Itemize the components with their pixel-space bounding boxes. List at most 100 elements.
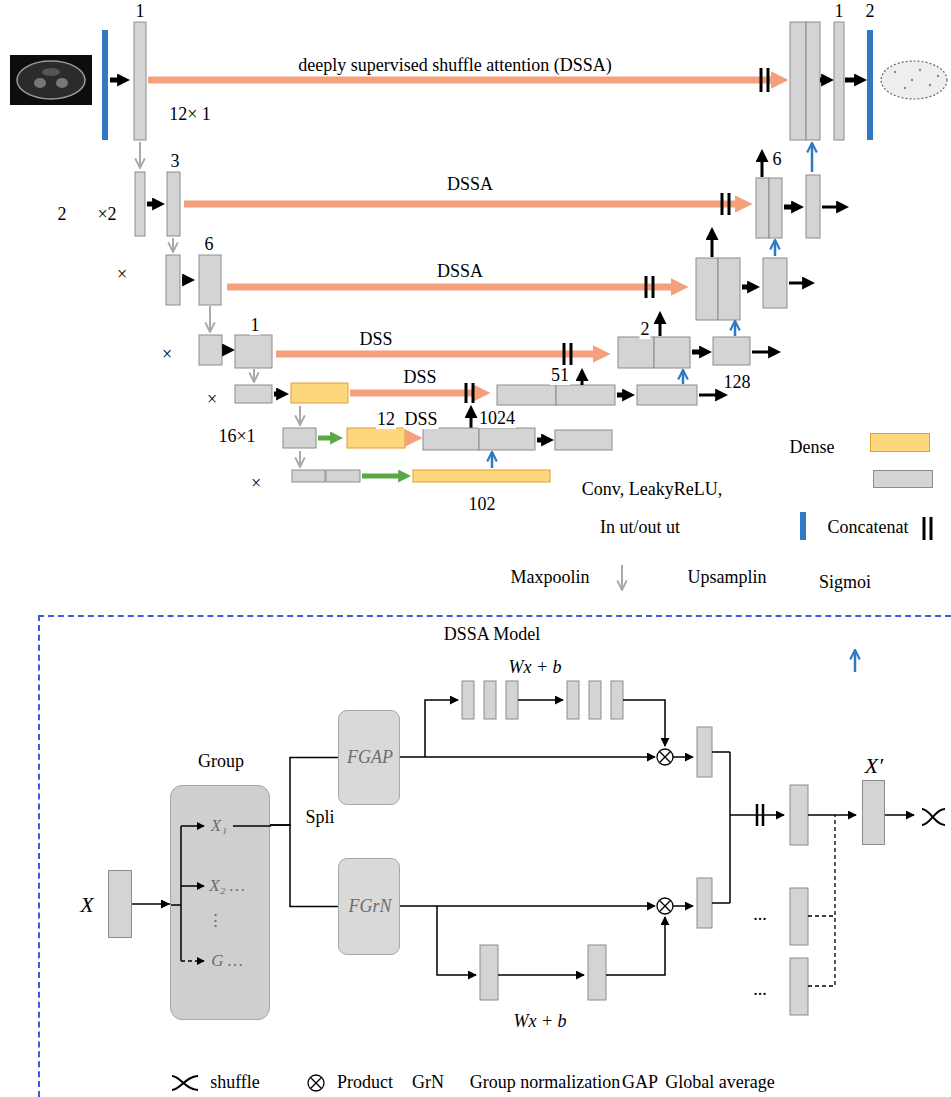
weight-bar bbox=[567, 681, 579, 719]
output-image bbox=[877, 55, 951, 105]
label-holder: deeply supervised shuffle attention (DSS… bbox=[297, 56, 613, 76]
legend-entry: shuffle bbox=[209, 1073, 261, 1093]
conv-bar bbox=[283, 428, 316, 448]
legend-text: Product bbox=[336, 1072, 394, 1092]
group-line bbox=[808, 815, 835, 916]
label-holder: 1024 bbox=[478, 409, 516, 429]
output-body bbox=[881, 61, 947, 99]
group-box: GroupX₁X₂ …⋮G … bbox=[170, 785, 270, 1020]
legend-text: Upsamplin bbox=[687, 567, 768, 587]
dense-arrow bbox=[362, 474, 402, 479]
mri-detail bbox=[56, 78, 68, 88]
dssa-arrow bbox=[407, 435, 410, 442]
group-line bbox=[181, 960, 204, 962]
channel-number: 2 bbox=[865, 1, 876, 21]
text-holder: X₂ … bbox=[209, 877, 245, 896]
linear-formula: Wx + b bbox=[512, 1011, 567, 1031]
concat-mark bbox=[563, 343, 566, 365]
flow-line bbox=[437, 906, 476, 975]
output-noise bbox=[904, 87, 906, 89]
output-noise bbox=[929, 84, 931, 86]
function-name: FGrN bbox=[348, 896, 391, 916]
label-holder: 128 bbox=[723, 373, 752, 393]
label-holder: 102 bbox=[468, 495, 497, 515]
label-holder: 16×1 bbox=[217, 427, 256, 447]
flow-line bbox=[885, 814, 914, 816]
concat-mark bbox=[760, 68, 763, 92]
dssa-arrow bbox=[276, 351, 598, 358]
label-holder: Group normalization bbox=[469, 1073, 621, 1093]
label-holder: × bbox=[161, 345, 173, 365]
group-line bbox=[180, 826, 182, 961]
skip-label: DSSA bbox=[436, 261, 484, 281]
concat-mark bbox=[472, 383, 475, 403]
conv-bar bbox=[555, 430, 612, 450]
channel-number: 102 bbox=[468, 494, 497, 514]
output-noise bbox=[919, 69, 921, 71]
legend-concat-sample bbox=[930, 517, 933, 540]
legend-text: shuffle bbox=[209, 1072, 261, 1092]
module-region: XGroupX₁X₂ …⋮G …FGAPFGrNX′DSSA Model bbox=[38, 615, 951, 1097]
label-holder: ... bbox=[752, 905, 768, 925]
sigmoid-arrow bbox=[711, 236, 714, 257]
legend-text: Conv, LeakyReLU, bbox=[581, 479, 723, 499]
conv-bar bbox=[479, 428, 535, 450]
group-item: ⋮ bbox=[207, 911, 224, 930]
label-holder: 6 bbox=[204, 235, 215, 255]
label-holder: × bbox=[206, 390, 218, 410]
output-arrow bbox=[789, 282, 806, 285]
label-holder: 12× 1 bbox=[168, 105, 212, 125]
maxpool-arrow bbox=[299, 451, 301, 467]
channel-number: 1024 bbox=[478, 408, 516, 428]
channel-number: 6 bbox=[204, 234, 215, 254]
channel-number: 6 bbox=[772, 149, 783, 169]
function-name: FGAP bbox=[347, 747, 393, 767]
conv-bar bbox=[618, 337, 654, 368]
flow-line bbox=[518, 699, 563, 701]
label-holder: 51 bbox=[550, 366, 570, 386]
conv-bar bbox=[806, 22, 820, 140]
connector bbox=[132, 903, 170, 905]
conv-bar bbox=[235, 385, 272, 403]
weight-bar bbox=[589, 681, 601, 719]
conv-bar bbox=[235, 335, 272, 368]
function-box: FGrN bbox=[338, 858, 400, 955]
skip-label: DSS bbox=[402, 367, 437, 387]
module-title: DSSA Model bbox=[444, 624, 541, 644]
maxpool-arrow bbox=[209, 306, 211, 332]
mri-body bbox=[17, 61, 85, 99]
concat-mark bbox=[465, 383, 468, 403]
flow-line bbox=[606, 917, 665, 975]
conv-bar bbox=[718, 258, 740, 320]
output-noise bbox=[894, 71, 896, 73]
weight-bar bbox=[588, 945, 606, 1000]
legend-product-sample bbox=[308, 1075, 324, 1091]
legend-upsample-sample bbox=[854, 650, 857, 672]
skip-label: DSSA bbox=[446, 174, 494, 194]
size-label: × bbox=[161, 344, 173, 364]
abbreviation: GAP bbox=[621, 1072, 659, 1092]
output-arrow bbox=[699, 394, 719, 397]
conv-bar bbox=[769, 178, 782, 238]
legend-entry: Sigmoi bbox=[818, 573, 872, 593]
concat-mark bbox=[652, 276, 655, 298]
group-item: G … bbox=[211, 951, 243, 970]
label-holder: 1 bbox=[834, 2, 845, 22]
size-label: 12× 1 bbox=[168, 104, 212, 124]
label-holder: 2 bbox=[640, 320, 651, 340]
conv-arrow bbox=[110, 78, 121, 83]
text-holder: Group bbox=[198, 752, 244, 772]
weight-bar bbox=[484, 681, 496, 719]
mri-detail bbox=[34, 78, 46, 88]
input-bar bbox=[102, 30, 108, 140]
conv-bar bbox=[199, 255, 221, 305]
concat-mark bbox=[762, 804, 765, 826]
channel-number: 2 bbox=[640, 319, 651, 339]
group-item: X₁ bbox=[211, 816, 227, 835]
label-holder: × bbox=[116, 265, 128, 285]
text-holder: ⋮ bbox=[207, 912, 224, 931]
flow-line bbox=[623, 700, 665, 746]
concat-mark bbox=[570, 343, 573, 365]
conv-arrow bbox=[537, 438, 545, 443]
